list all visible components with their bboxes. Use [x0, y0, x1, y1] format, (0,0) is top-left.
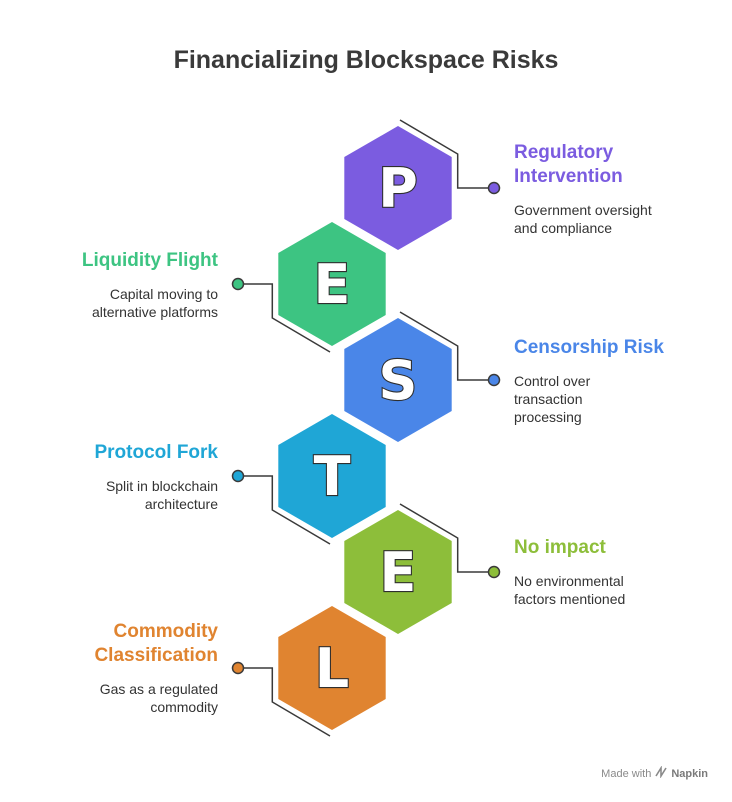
page-title: Financializing Blockspace Risks [173, 46, 559, 74]
connector-dot-3 [231, 469, 245, 483]
connector-line-0 [399, 119, 494, 189]
label-item-5: Commodity Classification Gas as a regula… [0, 620, 218, 716]
hexagon-letter-4: E [380, 541, 417, 604]
hexagon-letter-5: L [315, 637, 349, 700]
desc-item-4: No environmental factors mentioned [514, 573, 626, 607]
label-item-4: No impact No environmental factors menti… [514, 536, 732, 608]
connector-dot-4 [487, 565, 501, 579]
hexagon-shape-3 [278, 414, 386, 538]
connector-dot-1 [231, 277, 245, 291]
hexagon-item-1: E [231, 218, 390, 353]
watermark-prefix: Made with [601, 767, 652, 780]
connector-dot-2 [487, 373, 501, 387]
heading-item-2: Censorship Risk [514, 337, 664, 358]
connector-line-4 [399, 503, 494, 573]
desc-item-5: Gas as a regulated commodity [99, 681, 218, 715]
hexagon-shape-1 [278, 222, 386, 346]
hexagon-item-0: P [340, 119, 501, 254]
hexagon-item-5: L [231, 602, 390, 737]
desc-item-3: Split in blockchain architecture [105, 478, 218, 512]
label-item-2: Censorship Risk Control over transaction… [514, 336, 732, 426]
connector-dot-0 [487, 181, 501, 195]
hexagon-letter-3: T [314, 445, 351, 508]
heading-item-4: No impact [514, 537, 606, 558]
connector-line-5 [238, 667, 331, 737]
hexagon-shape-5 [278, 606, 386, 730]
hexagon-item-2: S [340, 311, 501, 446]
hexagon-shape-0 [344, 126, 452, 250]
desc-item-2: Control over transaction processing [514, 373, 591, 425]
label-item-0: Regulatory Intervention Government overs… [514, 141, 732, 237]
heading-item-3: Protocol Fork [94, 442, 218, 463]
connector-line-1 [238, 283, 331, 353]
connector-line-2 [399, 311, 494, 381]
watermark-brand: Napkin [671, 767, 708, 780]
connector-dot-5 [231, 661, 245, 675]
watermark: Made with Napkin [601, 765, 708, 781]
hexagon-letter-2: S [379, 349, 418, 412]
hexagon-item-4: E [340, 503, 501, 638]
hexagon-shape-2 [344, 318, 452, 442]
heading-item-5: Commodity Classification [94, 621, 218, 666]
heading-item-1: Liquidity Flight [81, 250, 218, 271]
hexagon-letter-1: E [314, 253, 351, 316]
hexagon-item-3: T [231, 410, 390, 545]
heading-item-0: Regulatory Intervention [514, 142, 623, 187]
hexagon-letter-0: P [378, 157, 418, 220]
label-item-1: Liquidity Flight Capital moving to alter… [0, 249, 218, 321]
label-item-3: Protocol Fork Split in blockchain archit… [0, 441, 218, 513]
napkin-logo-icon [655, 765, 667, 781]
connector-line-3 [238, 475, 331, 545]
hexagon-shape-4 [344, 510, 452, 634]
desc-item-1: Capital moving to alternative platforms [91, 286, 218, 320]
desc-item-0: Government oversight and compliance [514, 202, 652, 236]
